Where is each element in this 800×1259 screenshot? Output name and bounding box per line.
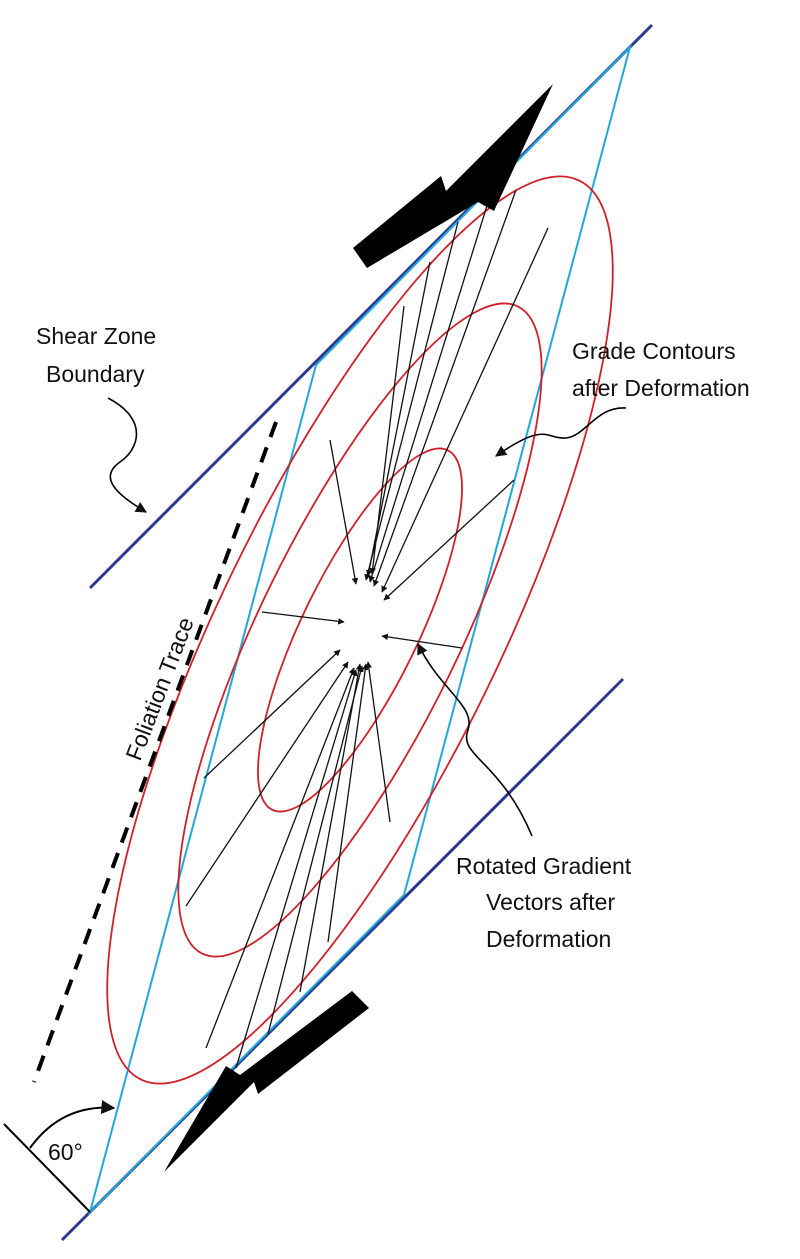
label-rotated-gradient-line3: Deformation	[486, 926, 611, 952]
leader-grade-contours	[495, 407, 627, 457]
foliation-trace-line	[32, 421, 278, 1083]
label-shear-zone-line2: Boundary	[46, 361, 145, 387]
vector-line	[381, 227, 549, 593]
label-rotated-gradient-line1: Rotated Gradient	[456, 853, 632, 879]
label-grade-contours-line1: Grade Contours	[572, 338, 736, 364]
angle-marker	[3, 1100, 116, 1213]
label-shear-zone-line1: Shear Zone	[36, 323, 156, 349]
label-angle-60: 60°	[48, 1139, 83, 1165]
contour-ellipse-middle	[177, 302, 543, 958]
vector-line	[299, 663, 363, 993]
vector-line	[261, 611, 345, 625]
contour-ellipse-outer	[106, 175, 614, 1085]
shear-arrow-lower	[164, 991, 369, 1172]
angle-reference-line	[3, 1123, 91, 1213]
vector-line	[372, 189, 517, 587]
contour-ellipse-inner	[257, 447, 463, 813]
shear-arrow-upper	[353, 84, 553, 268]
vector-line	[203, 649, 341, 779]
leader-shear-zone	[107, 397, 147, 513]
vector-line	[327, 663, 369, 943]
vector-line	[185, 661, 349, 907]
angle-arc	[29, 1100, 116, 1149]
vector-line	[381, 633, 463, 649]
vector-line	[205, 667, 355, 1049]
label-grade-contours-line2: after Deformation	[572, 375, 750, 401]
label-rotated-gradient-line2: Vectors after	[486, 889, 615, 915]
vector-line	[383, 479, 515, 601]
gradient-vectors	[185, 189, 549, 1069]
vector-line	[329, 439, 359, 585]
leader-rotated-gradient	[417, 642, 533, 837]
vector-line	[368, 195, 491, 583]
vector-line	[235, 669, 358, 1069]
grade-contour-ellipses	[106, 175, 614, 1085]
vector-line	[369, 305, 405, 575]
vector-line	[365, 661, 391, 823]
vector-line	[267, 665, 364, 1035]
vector-line	[364, 221, 459, 581]
deformed-parallelogram	[88, 43, 632, 1216]
